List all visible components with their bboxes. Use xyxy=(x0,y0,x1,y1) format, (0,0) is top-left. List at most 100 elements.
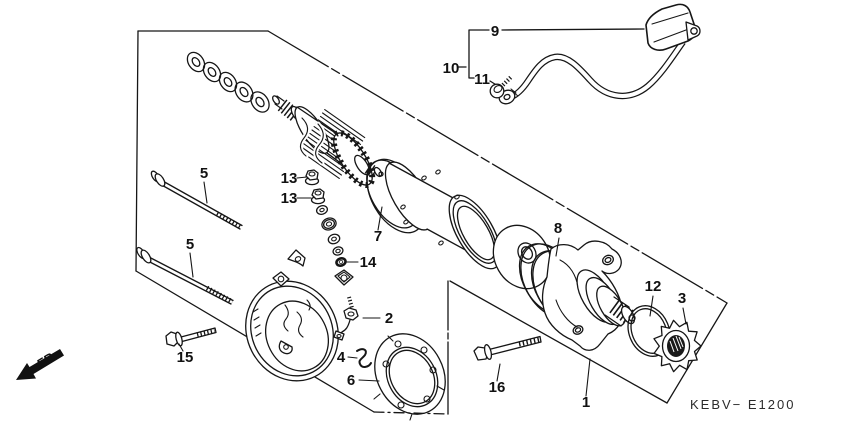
square-nut-embedded xyxy=(272,271,290,287)
winding-wave-line xyxy=(315,123,324,164)
ring-terminal-right-hole xyxy=(690,27,698,35)
leader-4 xyxy=(347,356,358,359)
washer xyxy=(202,61,222,83)
part-label-12: 12 xyxy=(645,278,662,295)
leader-8 xyxy=(555,237,560,257)
end-cover-ear-bottom-hole xyxy=(283,344,289,350)
part-label-4: 4 xyxy=(337,349,346,366)
end-cover-outer xyxy=(245,280,339,382)
armature xyxy=(272,95,384,188)
ring-terminal-right xyxy=(685,21,701,41)
part-label-7: 7 xyxy=(374,228,382,245)
terminal-boot-edge xyxy=(653,29,687,43)
yoke-opening-ring-2 xyxy=(456,205,496,261)
part-label-9: 9 xyxy=(491,23,499,40)
part-label-15: 15 xyxy=(177,349,194,366)
armature-end-cap-hatch xyxy=(330,130,376,188)
spline-edges xyxy=(604,296,630,327)
ring-terminal-left-hole xyxy=(503,93,511,101)
frame-top-diagonal xyxy=(267,30,728,304)
terminal-hex-top xyxy=(347,311,355,317)
bolt-threads xyxy=(196,328,216,337)
leader-16 xyxy=(496,363,501,382)
terminal-bolt-head-top xyxy=(493,84,503,94)
terminal-stud-threads xyxy=(347,296,354,309)
part-label-16: 16 xyxy=(489,379,506,396)
leader-15 xyxy=(178,343,184,352)
washer xyxy=(250,91,270,113)
leader-13a xyxy=(296,176,308,179)
armature-knurl xyxy=(277,99,301,122)
bolt-flange xyxy=(140,249,152,264)
washer xyxy=(327,233,341,245)
plate-holes xyxy=(382,340,437,409)
starter-sprocket xyxy=(653,319,702,373)
terminal-arm xyxy=(338,319,351,335)
large-washer xyxy=(321,217,337,231)
terminal-crimp xyxy=(510,88,519,97)
plate-tabs xyxy=(373,335,445,421)
end-cover-rim xyxy=(250,285,334,377)
end-cover-ear-bottom xyxy=(278,340,293,355)
leader-7 xyxy=(377,206,383,231)
end-cover xyxy=(245,249,339,382)
sprocket-inner-ring xyxy=(661,329,691,363)
yoke-housing xyxy=(384,161,502,270)
leader-lines xyxy=(178,176,687,397)
terminal-hardware-stack xyxy=(304,169,354,286)
end-cover-inner-springs xyxy=(252,299,311,338)
part-label-14: 14 xyxy=(360,254,377,271)
plate-outer xyxy=(374,333,446,415)
square-nut-embedded-hole xyxy=(277,275,285,283)
square-nut-loose xyxy=(334,269,354,286)
frame-left-edge xyxy=(135,30,139,272)
leader-5b xyxy=(189,252,194,278)
through-bolt-a xyxy=(150,170,243,230)
gear-case-ear-hole-top xyxy=(602,254,614,266)
leader-5a xyxy=(203,181,208,204)
leader-12 xyxy=(649,295,654,317)
part-label-13a: 13 xyxy=(281,170,298,187)
yoke-opening-ring-1 xyxy=(452,200,498,264)
bolt-flange xyxy=(154,173,166,187)
terminal-bolt-threads xyxy=(501,75,513,87)
gear-case-ear-hole-bottom-inner xyxy=(574,327,582,333)
gear-case-assembly xyxy=(541,240,636,351)
washer xyxy=(186,51,206,73)
leader-6 xyxy=(358,379,380,382)
frame-notch-diagonal xyxy=(449,280,668,404)
leader-3 xyxy=(682,307,687,325)
part-label-5b: 5 xyxy=(186,236,194,253)
leader-1 xyxy=(585,358,591,397)
part-label-3: 3 xyxy=(678,290,686,307)
bolt-flange xyxy=(175,331,183,347)
armature-shaft-tip xyxy=(272,95,280,105)
part-label-1: 1 xyxy=(582,394,590,411)
frame-bottom-dashdot xyxy=(373,411,449,415)
through-bolt-b xyxy=(136,246,234,305)
lock-washer-14 xyxy=(335,256,347,268)
gear-case-ear-hole-top-inner xyxy=(604,256,612,264)
cable-wire-core xyxy=(510,40,685,99)
armature-shaft-nub xyxy=(378,171,384,177)
bolt-threads xyxy=(215,211,243,230)
part-label-11: 11 xyxy=(474,71,490,88)
hex-nut xyxy=(310,188,326,205)
disc-hole-outer xyxy=(517,242,537,264)
end-cover-opening xyxy=(265,300,329,372)
mount-bolt-15 xyxy=(165,327,217,347)
frame-right-edge xyxy=(666,302,728,404)
part-number-labels: 9 10 11 13 13 14 5 5 15 7 2 4 6 8 12 3 1… xyxy=(177,23,687,411)
brush-holder-plate xyxy=(373,333,446,421)
end-cover-ear-top-hole xyxy=(294,256,302,262)
small-washer xyxy=(315,205,329,215)
brush-terminal-assembly xyxy=(333,296,359,341)
thrust-washer-stack xyxy=(186,51,270,113)
part-label-2: 2 xyxy=(385,310,393,327)
yoke-rivet-holes xyxy=(400,169,460,246)
terminal-boot-fold xyxy=(651,12,689,25)
part-label-13b: 13 xyxy=(281,190,298,207)
terminal-foot-hole xyxy=(336,333,342,339)
